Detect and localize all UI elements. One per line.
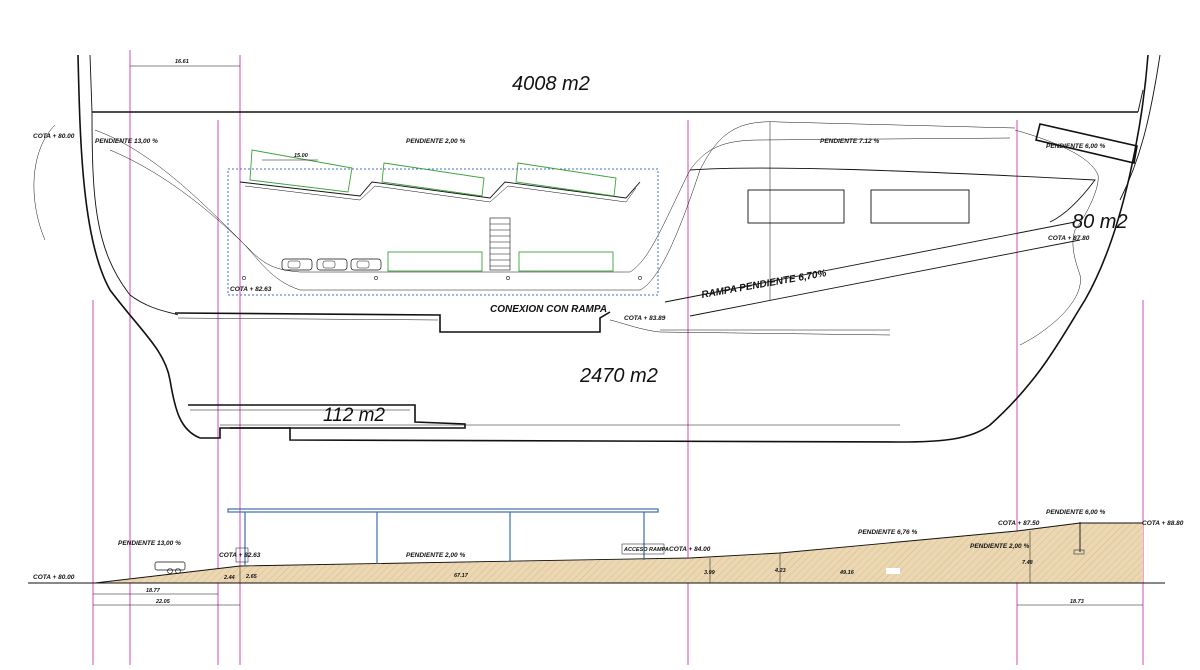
- dim-label: 67.17: [454, 573, 469, 579]
- ground-fill: [95, 523, 1143, 583]
- pendiente-label: PENDIENTE 6,00 %: [1046, 143, 1105, 150]
- bay-top-1: [249, 149, 353, 193]
- parking-wall: [174, 311, 611, 333]
- parking-wall-inner: [177, 317, 439, 321]
- parking-zigzag: [239, 181, 641, 199]
- ramp-lower-edge: [689, 239, 1081, 317]
- pendiente-label: PENDIENTE 6,00 %: [1046, 509, 1105, 516]
- cota-label: COTA + 84.00: [669, 546, 711, 553]
- conexion-label: CONEXION CON RAMPA: [490, 304, 607, 315]
- bay-top-2: [381, 162, 485, 197]
- dim-label: 18.73: [1070, 599, 1084, 605]
- cota-label: COTA + 80.00: [33, 574, 75, 581]
- pendiente-label: PENDIENTE 2,00 %: [406, 138, 465, 145]
- cota-label: COTA + 83.89: [624, 315, 666, 322]
- site-bottom-edge: [200, 427, 901, 443]
- canopy-roof: [227, 508, 659, 513]
- dim-label: 49.16: [839, 570, 855, 576]
- site-boundary-left: [77, 54, 201, 439]
- dim-label: 22.05: [155, 599, 171, 605]
- right-curve-road: [689, 167, 1096, 223]
- car-icon: [154, 561, 186, 574]
- car-icon: [316, 258, 348, 271]
- dim-label: 4.23: [774, 568, 786, 574]
- site-top-corner: [1137, 89, 1144, 113]
- guide-lines: [92, 50, 1144, 665]
- marker-dot: [374, 276, 378, 280]
- pendiente-label: PENDIENTE 13,00 %: [95, 138, 158, 145]
- cota-label: COTA + 87.80: [1048, 235, 1090, 242]
- car-icon: [281, 258, 313, 271]
- dim-label: 2.65: [245, 574, 258, 580]
- parking-zigzag-inner: [244, 185, 637, 203]
- site-boundary-right: [899, 54, 1149, 443]
- road-curve-outer: [94, 121, 1016, 291]
- acceso-label: ACCESO RAMPA: [623, 547, 669, 553]
- dim-label: 3.99: [704, 570, 716, 576]
- dim-bay-label: 15.00: [294, 153, 308, 159]
- small-box: [235, 547, 249, 563]
- bay-top-3: [515, 162, 617, 197]
- right-curve-top: [1014, 129, 1099, 346]
- pendiente-label: PENDIENTE 13,00 %: [118, 540, 181, 547]
- area-label-right: 80 m2: [1072, 211, 1128, 233]
- cota-label: COTA + 82.63: [230, 286, 272, 293]
- right-post-base: [1073, 549, 1085, 555]
- cota-label: COTA + 80.00: [33, 133, 75, 140]
- stair-icon: [489, 217, 511, 271]
- marker-block: [886, 568, 900, 574]
- site-boundary-inner-left: [89, 54, 179, 316]
- bay-bottom-2: [518, 251, 614, 272]
- ramp-upper-edge: [664, 221, 1076, 303]
- area-label-bottom: 112 m2: [323, 405, 385, 426]
- pendiente-label: PENDIENTE 6,76 %: [858, 529, 917, 536]
- cota-label: COTA + 87.50: [998, 520, 1040, 527]
- marker-dot: [242, 276, 246, 280]
- building-block-2: [870, 189, 970, 224]
- pendiente-label: PENDIENTE 2,00 %: [406, 552, 465, 559]
- road-curve-inner: [109, 137, 1011, 273]
- marker-dot: [506, 276, 510, 280]
- bay-bottom-1: [387, 251, 483, 272]
- dim-label: 7.48: [1022, 560, 1034, 566]
- strip-112: [188, 404, 466, 429]
- car-icon: [350, 258, 382, 271]
- rampa-label: RAMPA PENDIENTE 6,70%: [701, 268, 828, 301]
- marker-dot: [638, 276, 642, 280]
- conexion-line: [609, 319, 891, 336]
- site-boundary-inner-right: [1119, 54, 1161, 201]
- dim-label: 2.44: [223, 575, 235, 581]
- building-block-1: [747, 189, 845, 224]
- area-label-center: 2470 m2: [579, 365, 658, 387]
- slab-top-right: [1035, 123, 1138, 164]
- area-label-top: 4008 m2: [512, 73, 590, 95]
- cota-label: COTA + 82.63: [219, 552, 261, 559]
- dim-label: 18.77: [146, 588, 161, 594]
- pendiente-label: PENDIENTE 2,00 %: [970, 543, 1029, 550]
- dim-top-label: 16.61: [175, 59, 189, 65]
- plan-view: 16.61 15.00 4008 m2 80 m2 2470 m2 112 m2…: [33, 54, 1161, 443]
- parking-outline: [227, 168, 659, 296]
- section-view: ACCESO RAMPA COTA + 80.00 PENDIENTE 13,0…: [28, 508, 1184, 606]
- road-curve-left: [33, 124, 56, 241]
- pendiente-label: PENDIENTE 7.12 %: [820, 138, 879, 145]
- acceso-box: [621, 543, 665, 555]
- cota-label: COTA + 88.80: [1142, 520, 1184, 527]
